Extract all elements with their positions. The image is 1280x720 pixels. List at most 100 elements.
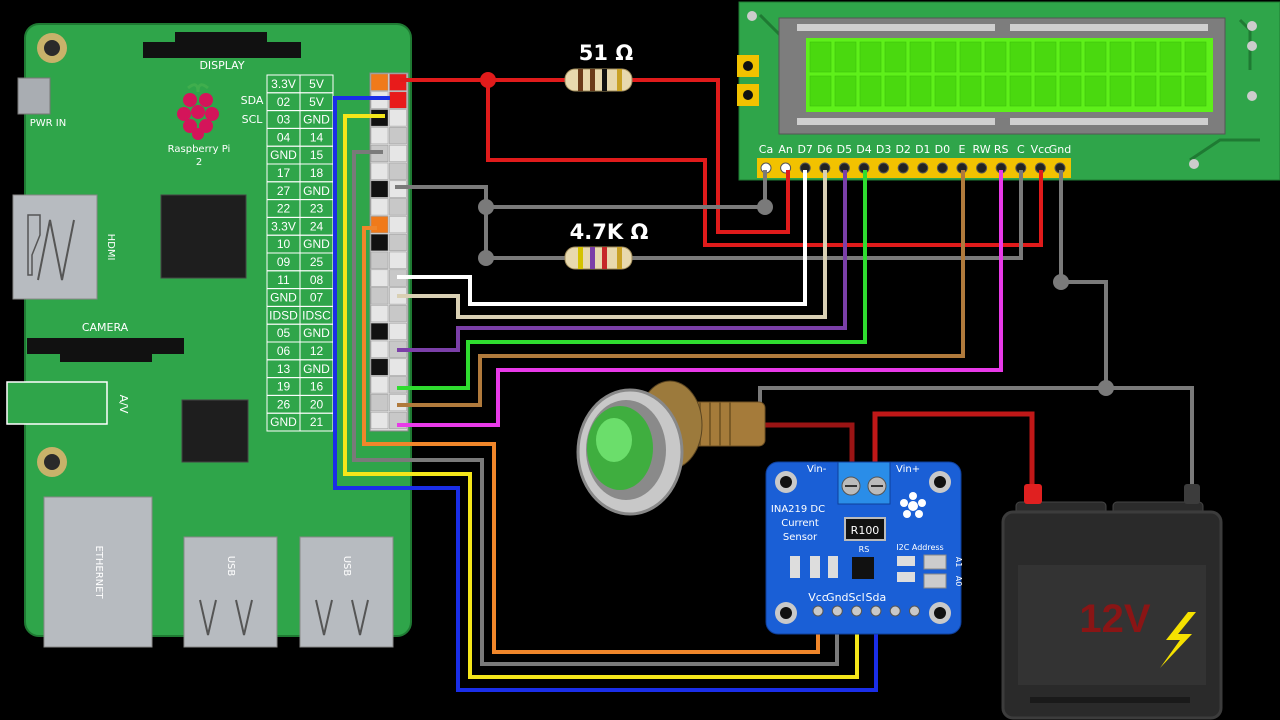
battery-voltage-label: 12V (1079, 597, 1150, 641)
gpio-pin (389, 180, 407, 198)
lcd-pin (917, 162, 929, 174)
rs-label: RS (859, 545, 870, 554)
gpio-pin (389, 233, 407, 251)
lcd-char-cell (934, 41, 957, 73)
lcd-char-cell (934, 75, 957, 107)
gpio-pin-name-right: 15 (310, 148, 324, 162)
car-battery: 12V (1001, 484, 1223, 720)
soc-chip (160, 194, 247, 279)
junction-dot (478, 250, 494, 266)
resistor-51-label: 51 Ω (579, 41, 634, 65)
wire-sensor-scl (343, 114, 859, 679)
gpio-pin-name-right: 25 (310, 255, 324, 269)
gpio-pin (389, 127, 407, 145)
av-jack (6, 381, 108, 425)
sensor-pin (812, 605, 824, 617)
ethernet-port (43, 496, 153, 648)
sensor-pin-label: Scl (849, 591, 865, 604)
wire-sensor-sda (333, 96, 878, 692)
gpio-pin (370, 305, 389, 323)
gpio-pin-name-right: GND (303, 326, 330, 340)
gpio-pin (370, 216, 389, 234)
sensor-pin-label: Sda (866, 591, 887, 604)
gpio-pin-name-left: 09 (277, 255, 291, 269)
junction-dot (1098, 380, 1114, 396)
usb-label: USB (341, 556, 352, 577)
gpio-pin (370, 340, 389, 358)
lcd-char-cell (1034, 75, 1057, 107)
av-label: A/V (117, 395, 130, 414)
gpio-pin (389, 109, 407, 127)
gpio-pin (370, 322, 389, 340)
lcd-char-cell (834, 41, 857, 73)
gpio-pin (370, 269, 389, 287)
gpio-pin-name-left: 22 (277, 202, 291, 216)
sensor-pin (851, 605, 863, 617)
gpio-pin (389, 305, 407, 323)
raspberry-pi-board: DISPLAY Raspberry Pi 2 PWR IN HDMI CAMER… (6, 23, 412, 648)
gpio-pin-name-right: 5V (309, 77, 324, 91)
gpio-pin-name-right: 18 (310, 166, 324, 180)
gpio-pin-name-right: 21 (310, 415, 324, 429)
sensor-pin (831, 605, 843, 617)
lcd-char-cell (1059, 75, 1082, 107)
gpio-pin-name-right: 12 (310, 344, 324, 358)
lcd-pin-label: Ca (759, 143, 773, 156)
lcd-char-cell (1034, 41, 1057, 73)
gpio-pin-table: 3.3V020304GND1727223.3V100911GNDIDSD0506… (266, 74, 334, 432)
lcd-pin-label: An (778, 143, 793, 156)
wire-sensor-vcc (362, 226, 820, 654)
gpio-pin-name-left: 02 (277, 95, 291, 109)
gpio-pin-name-right: GND (303, 362, 330, 376)
lcd-pin-label: RW (973, 143, 991, 156)
ethernet-chip (181, 399, 249, 463)
gpio-pin-name-left: 26 (277, 397, 291, 411)
gpio-pin (370, 73, 389, 91)
wires (333, 78, 1194, 692)
gpio-pin (370, 127, 389, 145)
shunt-resistor (844, 517, 886, 541)
camera-label: CAMERA (82, 321, 129, 334)
wire-battery-to-vin-plus (872, 411, 1035, 485)
lcd-char-cell (1009, 41, 1032, 73)
wire-d5 (397, 170, 847, 352)
gpio-pin-name-left: 03 (277, 113, 291, 127)
gpio-pin-name-left: IDSD (269, 308, 298, 322)
sensor-title: Current (781, 518, 819, 529)
lcd-char-cell (809, 41, 832, 73)
sda-label: SDA (241, 94, 264, 107)
lcd-char-cell (1109, 41, 1132, 73)
junction-dot (478, 199, 494, 215)
resistor-51-ohm: 51 Ω (564, 41, 634, 92)
junction-dot (757, 199, 773, 215)
negative-terminal-icon (1184, 484, 1200, 504)
sensor-pin-label: Vcc (808, 591, 828, 604)
indicator-lamp-icon (576, 380, 766, 516)
shunt-label: R100 (851, 524, 880, 537)
lcd-char-cell (959, 75, 982, 107)
lcd-pin (976, 162, 988, 174)
lcd-pin-label: D6 (817, 143, 832, 156)
pi-model-number: 2 (196, 157, 202, 168)
lcd-pin-label: E (959, 143, 966, 156)
gpio-pin (389, 358, 407, 376)
ethernet-label: ETHERNET (93, 545, 104, 599)
wire-d6 (397, 170, 827, 319)
lcd-pin (936, 162, 948, 174)
lcd-char-cell (834, 75, 857, 107)
gpio-pin (370, 358, 389, 376)
wire-gnd (395, 185, 565, 260)
junction-dot (1053, 274, 1069, 290)
gpio-header (369, 72, 409, 432)
gpio-pin (370, 91, 389, 109)
gpio-pin-name-right: 08 (310, 273, 324, 287)
gpio-pin (370, 198, 389, 216)
power-connector (17, 77, 51, 115)
lcd-char-cell (984, 41, 1007, 73)
lcd-pin-label: C (1017, 143, 1025, 156)
lcd-pin (878, 162, 890, 174)
